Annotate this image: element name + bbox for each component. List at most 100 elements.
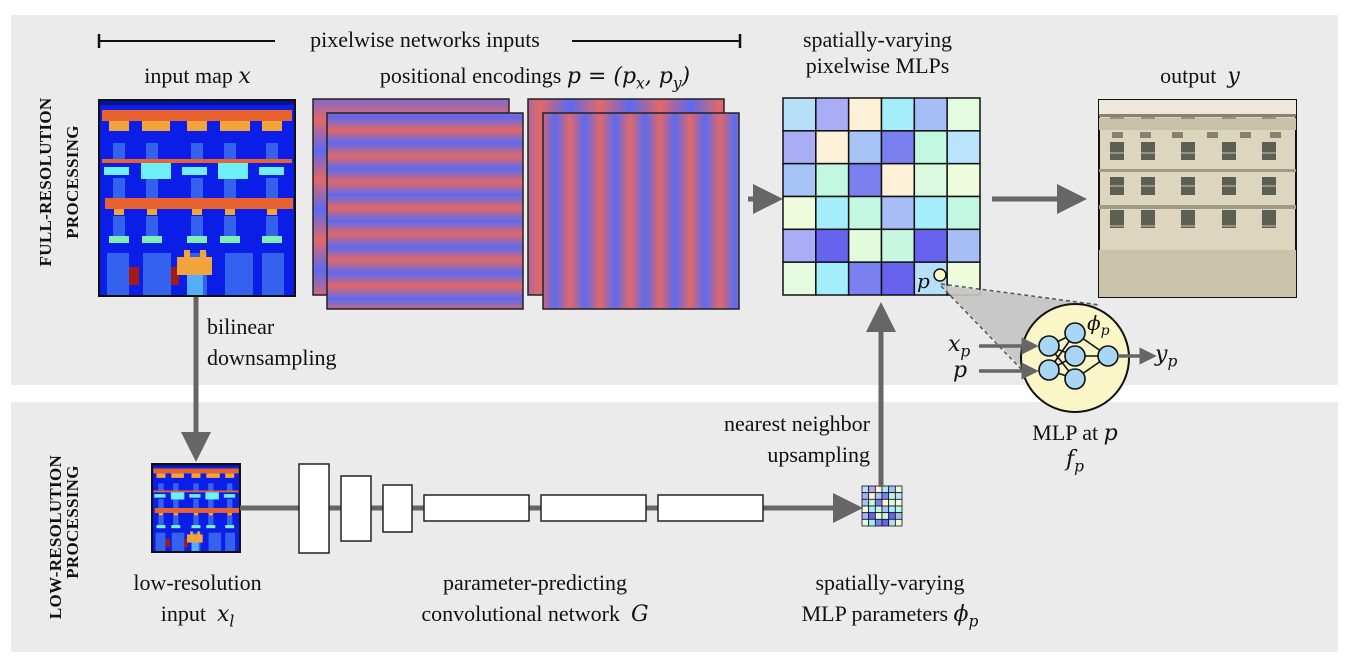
param-grid-cell [868,505,876,514]
conv-layer-5 [540,494,647,522]
mlp-grid-cell [913,228,948,263]
mlp-zoom-callout [940,283,1157,413]
output-label: output y [1160,63,1240,89]
mlp-parameters-label: spatially-varying MLP parameters ϕp [801,570,979,631]
mlp-grid-cell [946,97,981,132]
mlp-grid-cell [847,195,883,231]
mlp-grid-cell [847,162,883,198]
param-grid-cell [874,505,883,514]
conv-network-label: parameter-predicting convolutional netwo… [421,570,649,627]
param-grid-cell [868,492,876,500]
mlp-grid-cell [782,228,817,263]
mlp-grid-cell [880,162,916,198]
param-grid-cell [894,505,903,514]
mlp-grid-cell [847,261,883,296]
conv-layer-6 [657,494,764,522]
mlp-grid-cell [815,228,850,263]
low-resolution-input-label: low-resolution input xl [133,570,262,631]
encoding-y-front [326,112,524,310]
mlp-grid-cell [913,97,948,132]
pixelwise-inputs-bracket [97,34,742,48]
mlp-grid-cell [782,195,817,231]
mlp-at-p-label: MLP at p fp [1032,420,1118,476]
mlp-grid-cell [847,228,883,263]
neuron-output [1097,345,1119,367]
param-grid-cell [881,498,890,507]
param-grid-cell [888,518,896,527]
pixelwise-inputs-label: pixelwise networks inputs [310,27,540,52]
mlp-grid-cell [815,97,850,132]
mlp-grid-cell [782,130,817,165]
param-grid-cell [888,492,896,500]
neuron-hidden-2 [1064,345,1086,367]
param-grid-cell [881,492,890,500]
param-grid-cell [881,505,890,514]
mlp-grid-cell [782,97,817,132]
param-grid-cell [874,492,883,500]
param-grid-cell [894,485,903,494]
positional-encoding-x-stack [527,98,740,310]
mlp-grid-cell [946,162,981,198]
conv-layer-1 [298,463,330,554]
pixelwise-mlp-grid [782,97,981,296]
mlps-label: spatially-varying pixelwise MLPs [802,27,953,78]
mlp-grid-cell [913,130,948,165]
mlp-parameter-grid [861,485,903,527]
neuron-hidden-3 [1064,368,1086,390]
param-grid-cell [894,512,903,520]
positional-encoding-y-stack [312,98,524,310]
output-image [1098,99,1297,298]
conv-layer-4 [423,494,530,522]
xp-label: xp [948,332,971,361]
conv-network [298,463,764,554]
positional-encodings-label: positional encodings p = (px, py) [379,63,691,93]
bilinear-downsampling-label: bilinear downsampling [207,314,337,370]
mlp-grid-cell [782,261,817,296]
p-input-label: p [953,358,968,383]
conv-layer-3 [382,484,413,533]
param-grid-cell [861,505,870,514]
mlp-grid-cell [815,162,850,198]
mlp-grid-cell [880,228,916,263]
conv-layer-2 [340,475,372,542]
mlp-grid-cell [913,261,948,296]
param-grid-cell [888,498,896,507]
param-grid-cell [874,498,883,507]
param-grid-cell [861,512,870,520]
mlp-grid-cell [880,261,916,296]
mlp-grid-cell [815,261,850,296]
mlp-grid-cell [946,195,981,231]
neuron-input-2 [1038,359,1060,381]
grid-p-label: p [917,269,930,293]
param-grid-cell [894,498,903,507]
mlp-grid-cell [847,97,883,132]
mlp-grid-cell [946,130,981,165]
mlp-grid-cell [880,130,916,165]
param-grid-cell [894,518,903,527]
low-resolution-input-image [151,463,241,553]
mlp-grid-cell [913,162,948,198]
param-grid-cell [868,518,876,527]
param-grid-cell [861,485,870,494]
param-grid-cell [874,518,883,527]
mlp-grid-cell [782,162,817,198]
mlp-grid-cell [815,195,850,231]
input-map-label: input map x [144,63,251,89]
mlp-grid-cell [880,97,916,132]
pixel-p-marker [933,268,947,282]
param-grid-cell [888,505,896,514]
param-grid-cell [868,512,876,520]
param-grid-cell [861,498,870,507]
param-grid-cell [881,518,890,527]
param-grid-cell [881,512,890,520]
mlp-grid-cell [946,228,981,263]
mlp-grid-cell [880,195,916,231]
encoding-x-front [542,112,740,310]
mlp-grid-cell [815,130,850,165]
param-grid-cell [874,512,883,520]
param-grid-cell [868,498,876,507]
param-grid-cell [868,485,876,494]
phi-p-label: ϕp [1087,311,1110,339]
param-grid-cell [888,512,896,520]
